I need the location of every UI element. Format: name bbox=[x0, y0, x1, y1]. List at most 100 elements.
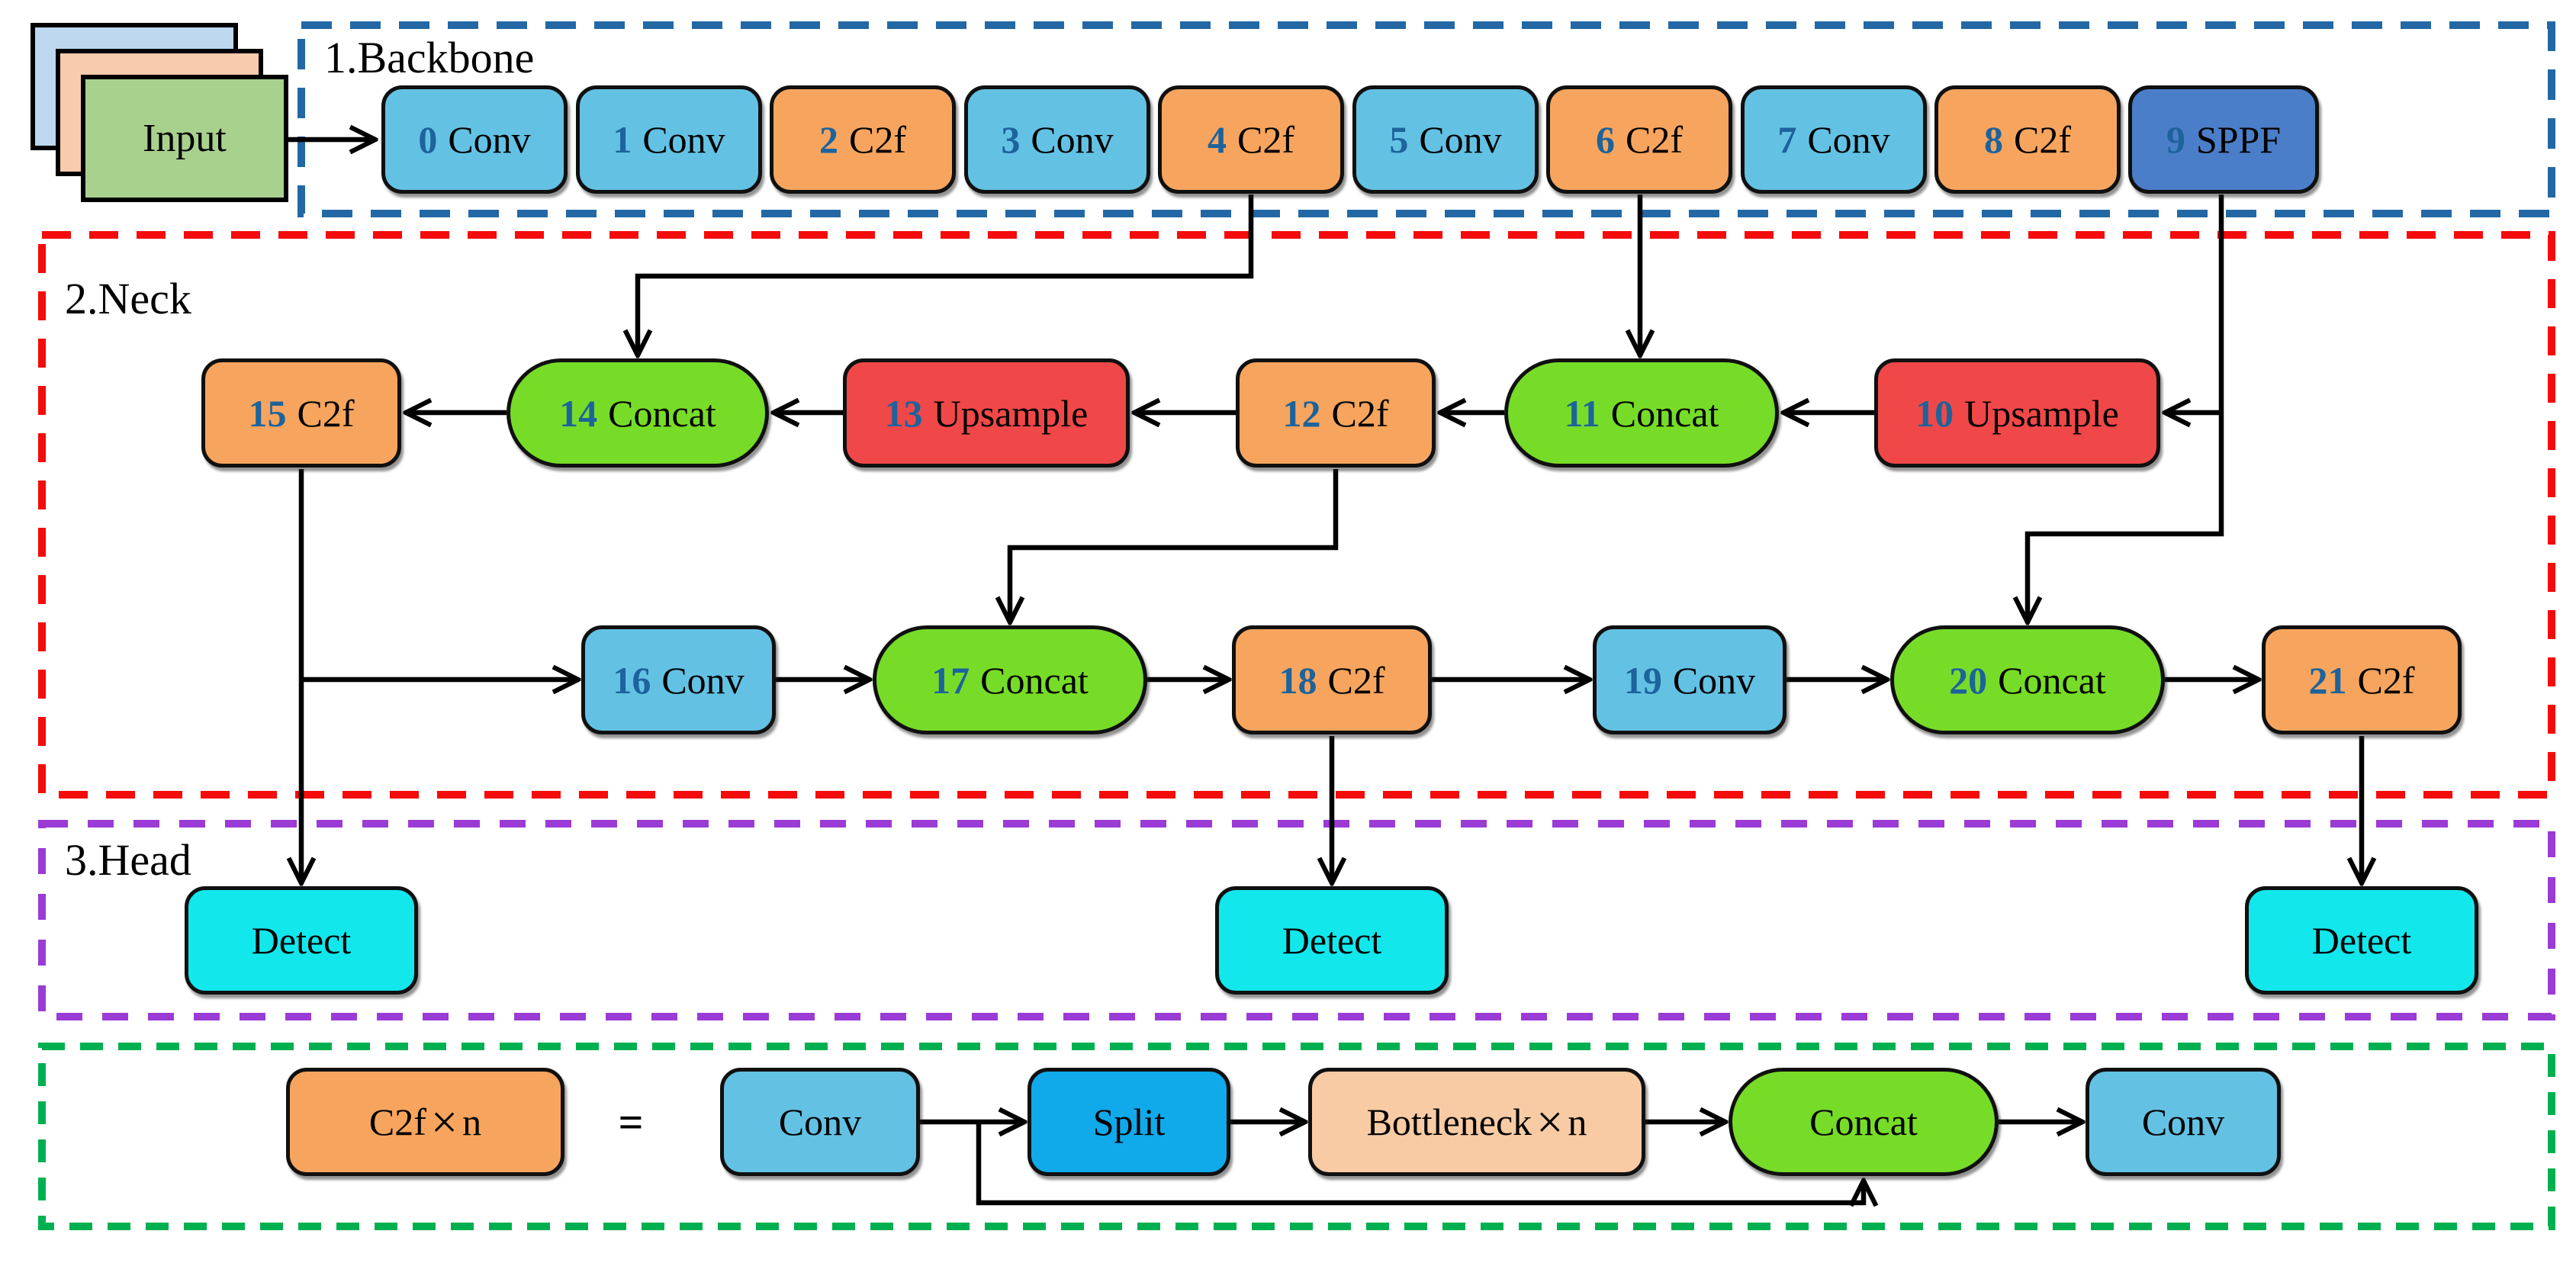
node-number: 8 bbox=[1984, 118, 2003, 161]
node-label: C2f bbox=[2014, 118, 2071, 161]
node-6-c2f: 6 C2f bbox=[1546, 85, 1732, 194]
node-label: Conv bbox=[448, 118, 531, 161]
node-16-conv: 16 Conv bbox=[581, 625, 776, 734]
node-5-conv: 5 Conv bbox=[1352, 85, 1539, 194]
node-14-concat: 14 Concat bbox=[507, 358, 769, 468]
legend-bottleneck-box: Bottleneck × n bbox=[1308, 1068, 1645, 1176]
node-label: C2f bbox=[1327, 658, 1385, 702]
node-12-c2f: 12 C2f bbox=[1236, 358, 1436, 468]
node-label: C2f bbox=[1331, 391, 1389, 435]
legend-section-outline bbox=[38, 1043, 2555, 1230]
node-8-c2f: 8 C2f bbox=[1934, 85, 2121, 194]
node-7-conv: 7 Conv bbox=[1741, 85, 1927, 194]
legend-split-box: Split bbox=[1028, 1068, 1230, 1176]
legend-bottleneck-prefix: Bottleneck bbox=[1366, 1101, 1532, 1143]
backbone-section-outline bbox=[297, 21, 2555, 217]
node-13-upsample: 13 Upsample bbox=[843, 358, 1130, 468]
node-label: C2f bbox=[849, 118, 906, 161]
node-number: 5 bbox=[1389, 118, 1409, 161]
node-17-concat: 17 Concat bbox=[873, 625, 1147, 734]
neck-section-outline bbox=[38, 231, 2555, 799]
node-label: Concat bbox=[1998, 658, 2106, 702]
node-number: 20 bbox=[1949, 658, 1988, 702]
node-18-c2f: 18 C2f bbox=[1232, 625, 1432, 734]
node-number: 16 bbox=[613, 658, 651, 702]
equals-sign: = bbox=[618, 1097, 644, 1147]
legend-c2f-box: C2f × n bbox=[286, 1068, 564, 1176]
legend-bottleneck-suffix: n bbox=[1568, 1101, 1587, 1143]
node-number: 18 bbox=[1278, 658, 1317, 702]
input-node: Input bbox=[81, 75, 288, 202]
node-11-concat: 11 Concat bbox=[1504, 358, 1779, 468]
node-number: 9 bbox=[2166, 118, 2185, 161]
node-label: Concat bbox=[1809, 1101, 1918, 1143]
node-label: Concat bbox=[1610, 391, 1719, 435]
node-label: Conv bbox=[1419, 118, 1502, 161]
node-10-upsample: 10 Upsample bbox=[1874, 358, 2160, 468]
node-number: 11 bbox=[1564, 391, 1600, 435]
node-label: Conv bbox=[642, 118, 725, 161]
legend-c2f-suffix: n bbox=[462, 1101, 482, 1143]
node-number: 21 bbox=[2308, 658, 2347, 702]
node-label: Concat bbox=[980, 658, 1089, 702]
node-label: C2f bbox=[297, 391, 355, 435]
node-label: C2f bbox=[1626, 118, 1683, 161]
node-0-conv: 0 Conv bbox=[381, 85, 568, 194]
node-number: 1 bbox=[613, 118, 632, 161]
node-number: 3 bbox=[1001, 118, 1021, 161]
detect-box-2: Detect bbox=[1215, 886, 1449, 995]
node-label: Conv bbox=[1672, 658, 1756, 702]
node-label: Split bbox=[1092, 1101, 1166, 1143]
node-label: Conv bbox=[661, 658, 744, 702]
edge-legend-skip-to-concat bbox=[976, 1122, 1864, 1203]
detect-box-1: Detect bbox=[185, 886, 418, 995]
node-number: 7 bbox=[1777, 118, 1797, 161]
node-number: 6 bbox=[1596, 118, 1615, 161]
legend-conv-box-1: Conv bbox=[720, 1068, 920, 1176]
node-4-c2f: 4 C2f bbox=[1158, 85, 1344, 194]
node-number: 0 bbox=[418, 118, 438, 161]
node-1-conv: 1 Conv bbox=[576, 85, 762, 194]
node-number: 10 bbox=[1915, 391, 1954, 435]
multiply-symbol: × bbox=[430, 1094, 458, 1149]
node-label: Conv bbox=[1031, 118, 1114, 161]
node-9-sppf: 9 SPPF bbox=[2128, 85, 2319, 194]
node-number: 4 bbox=[1208, 118, 1227, 161]
node-label: Upsample bbox=[1964, 391, 2119, 435]
node-number: 12 bbox=[1282, 391, 1321, 435]
node-number: 17 bbox=[931, 658, 970, 702]
legend-c2f-prefix: C2f bbox=[368, 1101, 426, 1143]
node-21-c2f: 21 C2f bbox=[2262, 625, 2462, 734]
edge-sppf9-to-concat20 bbox=[2028, 194, 2224, 622]
detect-box-3: Detect bbox=[2245, 886, 2478, 995]
node-label: Detect bbox=[251, 919, 352, 962]
edge-c2f4-to-concat14 bbox=[638, 194, 1254, 355]
neck-title: 2.Neck bbox=[65, 274, 191, 323]
node-2-c2f: 2 C2f bbox=[770, 85, 956, 194]
multiply-symbol: × bbox=[1536, 1094, 1564, 1149]
head-section-outline bbox=[38, 820, 2555, 1020]
node-number: 2 bbox=[819, 118, 838, 161]
node-20-concat: 20 Concat bbox=[1890, 625, 2165, 734]
node-label: Conv bbox=[778, 1101, 862, 1143]
node-label: Concat bbox=[608, 391, 716, 435]
node-label: Upsample bbox=[933, 391, 1089, 435]
node-number: 14 bbox=[559, 391, 598, 435]
node-number: 19 bbox=[1623, 658, 1662, 702]
edge-c2f12-to-concat17 bbox=[1010, 469, 1339, 622]
node-label: Conv bbox=[1807, 118, 1890, 161]
legend-concat-box: Concat bbox=[1729, 1068, 1999, 1176]
input-label: Input bbox=[143, 117, 227, 160]
node-number: 13 bbox=[884, 391, 923, 435]
node-label: Detect bbox=[2311, 919, 2412, 962]
head-title: 3.Head bbox=[65, 835, 191, 885]
node-15-c2f: 15 C2f bbox=[201, 358, 401, 468]
node-19-conv: 19 Conv bbox=[1593, 625, 1786, 734]
node-label: C2f bbox=[1237, 118, 1294, 161]
node-label: SPPF bbox=[2195, 118, 2282, 161]
legend-conv-box-2: Conv bbox=[2086, 1068, 2281, 1176]
node-label: C2f bbox=[2357, 658, 2415, 702]
node-3-conv: 3 Conv bbox=[964, 85, 1150, 194]
